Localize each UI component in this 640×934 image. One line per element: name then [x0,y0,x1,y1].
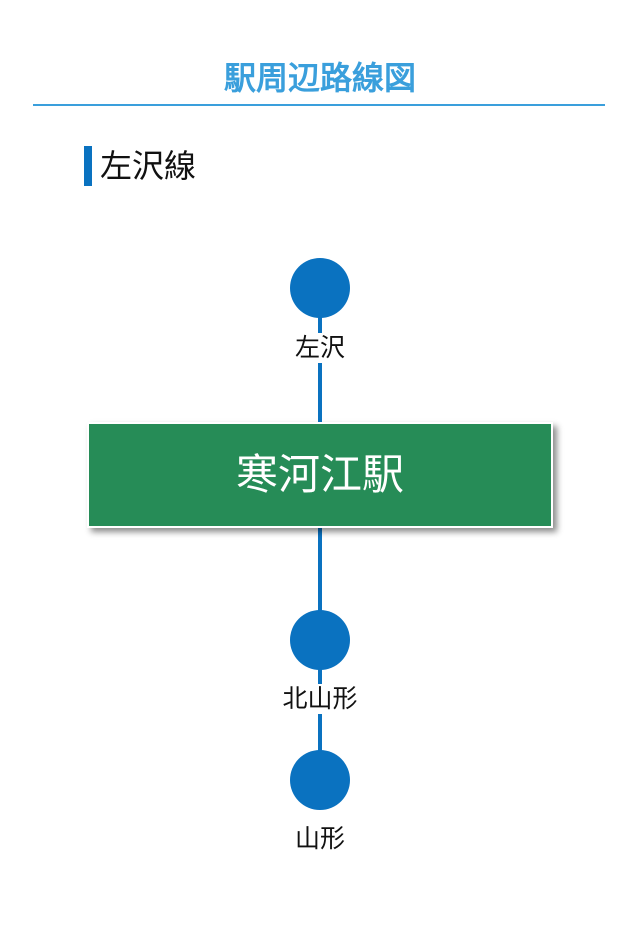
station-label-wrap: 山形 [240,824,400,854]
station-dot-kitayamagata[interactable] [290,610,350,670]
station-label-wrap: 北山形 [240,684,400,714]
station-name-aterazawa: 左沢 [292,333,347,363]
heading-accent-bar [84,146,92,186]
line-name: 左沢線 [100,147,197,185]
station-name-yamagata: 山形 [292,824,347,854]
title-divider [33,104,605,106]
station-label-wrap: 左沢 [240,333,400,363]
current-station-box[interactable]: 寒河江駅 [87,422,553,528]
station-name-kitayamagata: 北山形 [280,684,360,714]
station-dot-aterazawa[interactable] [290,258,350,318]
station-dot-yamagata[interactable] [290,750,350,810]
current-station-name: 寒河江駅 [235,450,404,499]
line-section-heading: 左沢線 [84,146,196,186]
page-title: 駅周辺路線図 [223,59,416,97]
